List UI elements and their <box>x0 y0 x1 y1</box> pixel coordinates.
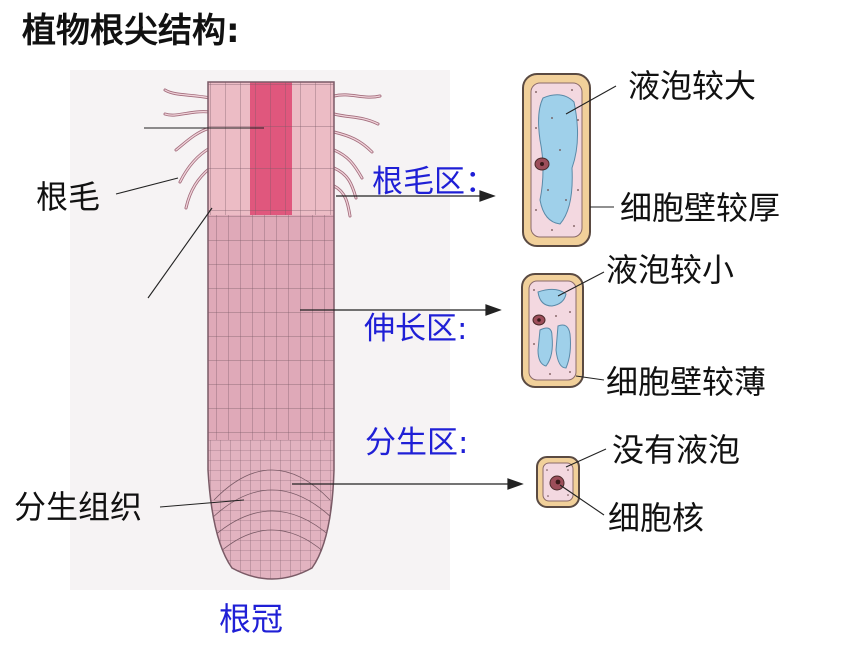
callout-lines <box>557 85 617 516</box>
note-nucleus: 细胞核 <box>608 499 705 537</box>
label-root-hair-zone: 根毛区： <box>372 164 496 200</box>
root-body <box>208 82 334 579</box>
label-meristem-tissue: 分生组织 <box>14 488 143 526</box>
cell-elongation-zone <box>521 273 584 388</box>
meristem-zone <box>208 440 334 579</box>
zone-arrows <box>292 190 524 490</box>
note-large-vacuole: 液泡较大 <box>628 67 757 105</box>
page-title: 植物根尖结构: <box>22 11 240 51</box>
cell-root-hair-zone <box>522 73 591 247</box>
note-thin-wall: 细胞壁较薄 <box>606 363 767 401</box>
label-elongation-zone: 伸长区: <box>364 311 468 347</box>
leader-lines <box>115 127 264 508</box>
label-root-hair: 根毛 <box>36 178 101 216</box>
small-vacuole <box>537 288 567 307</box>
label-meristem-zone: 分生区: <box>365 425 469 461</box>
cell-meristem-zone <box>536 456 580 508</box>
note-small-vacuole: 液泡较小 <box>606 251 735 289</box>
label-root-cap: 根冠 <box>219 600 284 638</box>
elongation-zone <box>208 215 334 440</box>
note-no-vacuole: 没有液泡 <box>612 431 741 469</box>
root-outline <box>207 81 335 580</box>
large-vacuole <box>538 94 579 225</box>
note-thick-wall: 细胞壁较厚 <box>620 189 781 227</box>
root-cap <box>211 469 333 553</box>
